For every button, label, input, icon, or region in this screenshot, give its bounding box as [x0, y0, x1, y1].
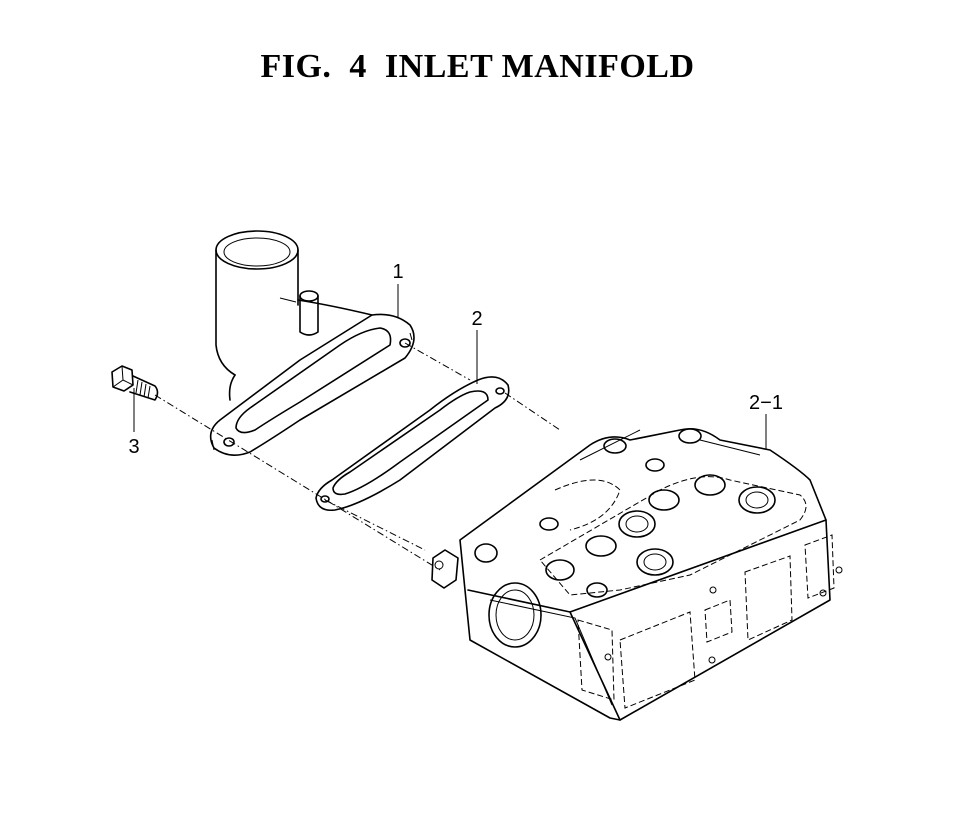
inlet-manifold-part	[209, 230, 415, 456]
bolt-part	[111, 365, 159, 401]
gasket-outline	[315, 376, 510, 512]
callout-1: 1	[392, 261, 403, 283]
callout-2-1: 2−1	[749, 392, 783, 414]
figure-title: FIG. 4 INLET MANIFOLD	[260, 48, 695, 85]
head-bore	[488, 582, 542, 648]
callout-2: 2	[471, 308, 482, 330]
manifold-inlet-opening	[215, 230, 299, 270]
assembly-centerlines	[154, 342, 561, 571]
manifold-flange	[209, 313, 415, 456]
manifold-nipple	[299, 290, 319, 302]
cylinder-head-outline	[459, 427, 831, 721]
callout-3: 3	[128, 436, 139, 458]
callout-leaders	[133, 284, 767, 450]
cylinder-head-part	[431, 427, 843, 721]
gasket-part	[315, 376, 510, 512]
